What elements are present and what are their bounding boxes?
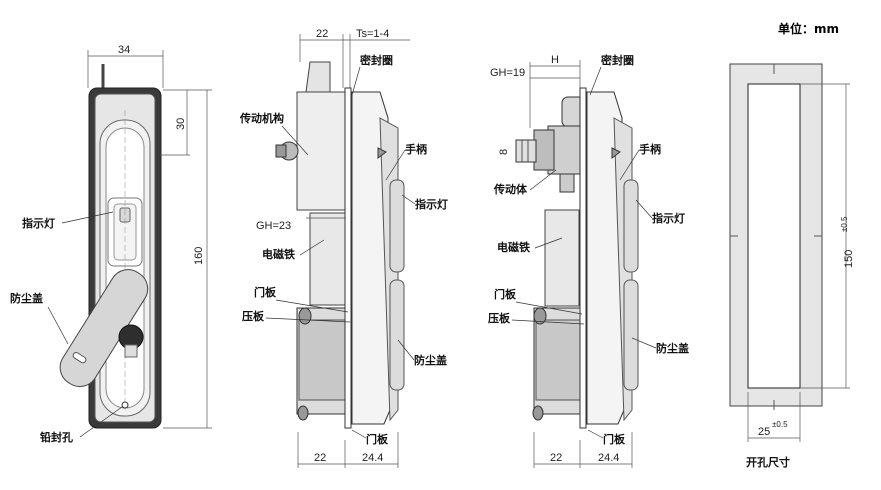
label-seal-ring: 密封圈: [360, 53, 393, 67]
label-door-panel: 门板: [254, 285, 277, 299]
cutout-view: 150 ±0.5 25 ±0.5 开孔尺寸: [729, 63, 855, 469]
dim-ts: Ts=1-4: [356, 28, 389, 40]
dim-gh-23: GH=23: [256, 220, 291, 232]
label-door-panel-bottom: 门板: [366, 432, 389, 446]
dim-24-4: 24.4: [362, 452, 383, 464]
label-handle-3: 手柄: [639, 142, 661, 156]
dim-height-160: 160: [193, 247, 205, 265]
dim-22-top: 22: [316, 28, 328, 40]
label-dust-cover: 防尘盖: [414, 353, 447, 367]
dim-22-bottom: 22: [314, 452, 326, 464]
label-press-plate: 压板: [242, 309, 265, 323]
label-dust-cover-3: 防尘盖: [656, 341, 689, 355]
label-door-panel-bottom-3: 门板: [603, 432, 626, 446]
label-drive-body: 传动体: [493, 182, 528, 196]
cutout-hole: [747, 83, 801, 389]
dim-top-30: 30: [175, 118, 187, 130]
label-seal-ring-3: 密封圈: [601, 53, 634, 67]
dim-cutout-150: 150: [843, 250, 855, 268]
unit-label: 单位：mm: [778, 21, 839, 36]
side-view-mechanism: 22 Ts=1-4 GH=23 22 24.4 密封圈 传动机构: [239, 28, 448, 468]
label-handle: 手柄: [405, 142, 427, 156]
front-view: 34 30 160 指示灯 防尘盖: [10, 44, 212, 444]
electromagnet: [309, 212, 346, 306]
label-press-plate-3: 压板: [488, 311, 511, 325]
dim-22-bottom-3: 22: [550, 452, 562, 464]
dim-cutout-25-tol: ±0.5: [772, 420, 788, 429]
dim-24-4-3: 24.4: [598, 452, 619, 464]
label-drive-mech: 传动机构: [239, 111, 284, 125]
dim-gh-19: GH=19: [490, 67, 525, 79]
electromagnet-3: [544, 209, 580, 307]
label-electromagnet: 电磁铁: [262, 247, 295, 261]
side-view-drive-body: H GH=19 8 22 24.4 密封圈: [488, 53, 689, 468]
label-electromagnet-3: 电磁铁: [497, 240, 530, 254]
cutout-caption: 开孔尺寸: [746, 455, 790, 469]
dim-cutout-25: 25: [758, 426, 770, 438]
drive-body: [533, 129, 555, 171]
label-dust-cover: 防尘盖: [10, 291, 43, 305]
dim-width-34: 34: [118, 44, 130, 56]
label-indicator: 指示灯: [22, 216, 55, 230]
label-seal-hole: 铅封孔: [40, 430, 73, 444]
label-door-panel-3: 门板: [494, 287, 517, 301]
label-indicator: 指示灯: [415, 197, 448, 211]
seal-hole: [121, 401, 129, 409]
dim-8: 8: [498, 149, 510, 155]
label-indicator-3: 指示灯: [652, 211, 685, 225]
dim-cutout-150-tol: ±0.5: [840, 216, 849, 232]
dim-h: H: [551, 54, 559, 66]
